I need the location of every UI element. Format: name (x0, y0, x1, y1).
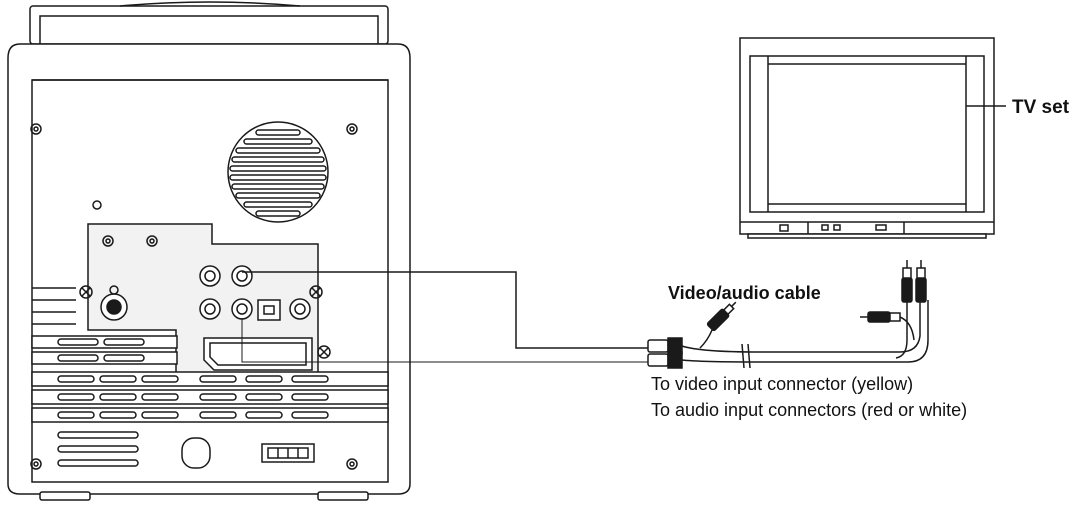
rca-jack (289, 298, 311, 320)
optical-jack (257, 299, 281, 321)
s-video-jack (100, 285, 128, 321)
rca-jack (199, 265, 253, 287)
audio-input-label: To audio input connectors (red or white) (651, 400, 968, 420)
power-switch (261, 443, 315, 463)
main-unit-rear-panel (7, 1, 411, 501)
rca-jack (199, 298, 253, 320)
tv-set-label: TV set (1012, 97, 1070, 118)
tv-set (739, 37, 1006, 239)
screw-icon (30, 123, 358, 470)
vent-slots (31, 371, 389, 467)
video-audio-cable (241, 260, 929, 369)
speaker-grille-icon (227, 121, 329, 223)
cable-label: Video/audio cable (668, 283, 821, 303)
video-input-label: To video input connector (yellow) (651, 374, 914, 394)
scart-connector (203, 337, 313, 371)
vent-slots (31, 287, 178, 365)
